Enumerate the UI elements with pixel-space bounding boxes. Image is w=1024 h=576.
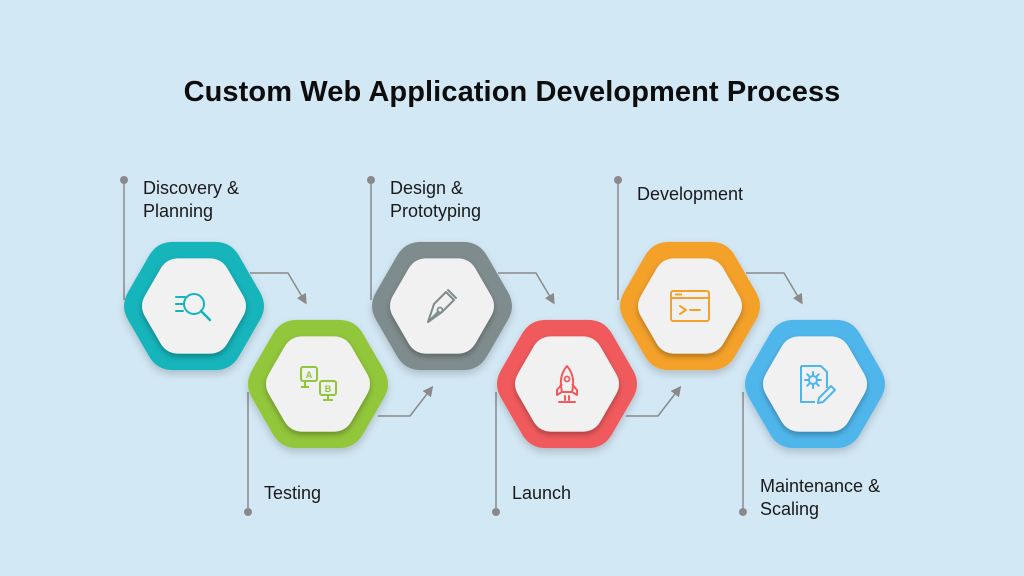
hexagon-inner xyxy=(266,336,370,432)
hexagons-layer: AB xyxy=(124,241,885,449)
svg-text:B: B xyxy=(325,384,332,394)
hexagon-inner xyxy=(515,336,619,432)
flow-arrow xyxy=(378,385,434,417)
leader-dot xyxy=(244,508,252,516)
magnifier-list-icon xyxy=(175,293,212,322)
page-title: Custom Web Application Development Proce… xyxy=(183,76,841,108)
step-label: Development xyxy=(637,183,743,206)
step-label: Discovery & Planning xyxy=(143,177,239,223)
hexagon-inner xyxy=(390,258,494,354)
step-label: Maintenance & Scaling xyxy=(760,475,880,521)
step-hexagon xyxy=(620,241,760,371)
ab-test-icon: AB xyxy=(300,366,337,401)
flow-arrow xyxy=(626,385,682,417)
step-label-line: Discovery & xyxy=(143,178,240,198)
step-hexagon xyxy=(124,241,264,371)
connectors-layer xyxy=(120,176,803,516)
leader-dot xyxy=(614,176,622,184)
hexagon-inner xyxy=(142,258,246,354)
step-label-line: Prototyping xyxy=(390,201,482,221)
step-label-line: Development xyxy=(637,184,744,204)
leader-dot xyxy=(739,508,747,516)
step-label: Launch xyxy=(512,482,571,505)
step-label-line: Scaling xyxy=(760,499,820,519)
step-label-line: Testing xyxy=(264,483,322,503)
leader-dot xyxy=(120,176,128,184)
code-window-icon xyxy=(670,290,710,322)
leader-dot xyxy=(367,176,375,184)
step-label-line: Maintenance & xyxy=(760,476,881,496)
gear-document-icon xyxy=(800,365,836,404)
step-label: Design & Prototyping xyxy=(390,177,481,223)
step-hexagon xyxy=(745,319,885,449)
step-label: Testing xyxy=(264,482,321,505)
leader-dot xyxy=(492,508,500,516)
step-hexagon: AB xyxy=(248,319,388,449)
step-label-line: Design & xyxy=(390,178,464,198)
flow-arrow xyxy=(250,272,307,305)
step-label-line: Planning xyxy=(143,201,214,221)
flow-arrow xyxy=(498,272,555,305)
svg-text:A: A xyxy=(306,370,313,380)
step-label-line: Launch xyxy=(512,483,572,503)
hexagon-inner xyxy=(638,258,742,354)
flow-arrow xyxy=(746,272,803,305)
step-hexagon xyxy=(497,319,637,449)
rocket-icon xyxy=(556,365,578,403)
pen-nib-icon xyxy=(427,289,457,323)
step-hexagon xyxy=(372,241,512,371)
